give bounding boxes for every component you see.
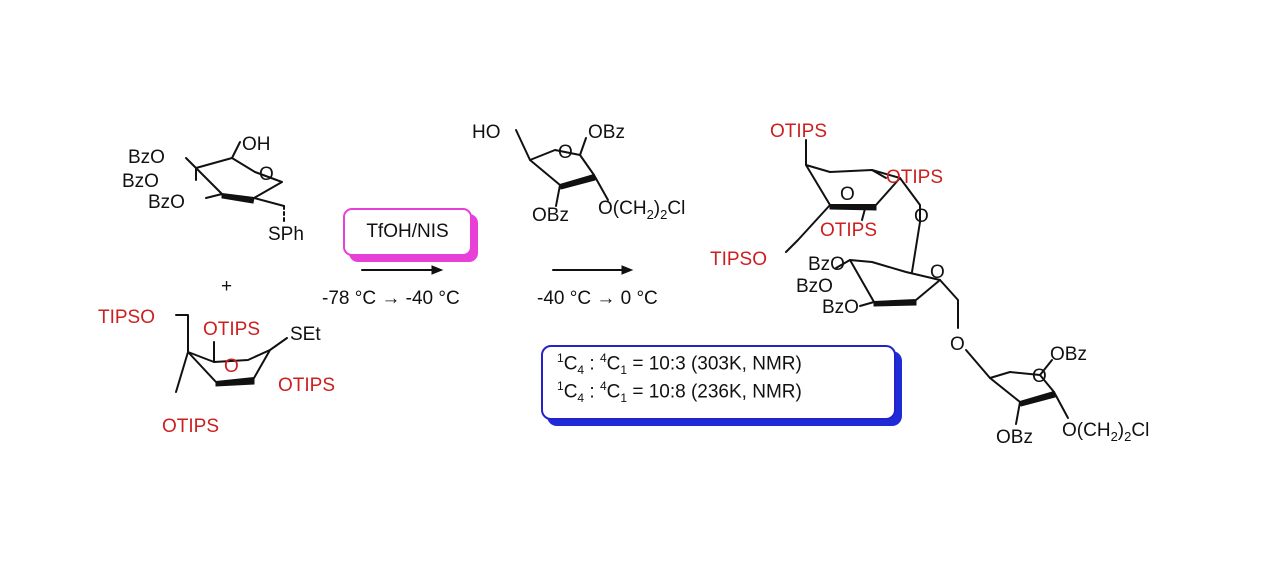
reagent-label: TfOH/NIS (366, 221, 449, 242)
sph-label: SPh (268, 224, 304, 245)
bzo-label-2: BzO (122, 171, 159, 192)
otips-label-1: OTIPS (770, 121, 827, 142)
alkyl-chain-label: O(CH2)2Cl (1062, 420, 1149, 444)
ratio-line-236k: 1C4 : 4C1 = 10:8 (236K, NMR) (557, 378, 802, 405)
ring-oxygen-label: O (224, 356, 239, 377)
tipso-label: TIPSO (98, 307, 155, 328)
furanoside-acceptor: HO O OBz OBz O(CH2)2Cl (472, 122, 685, 226)
bzo-label-3: BzO (148, 192, 185, 213)
oh-label: OH (242, 134, 271, 155)
obz-label-2: OBz (532, 205, 569, 226)
obz-label-1: OBz (1050, 344, 1087, 365)
tipso-label: TIPSO (710, 249, 767, 270)
bzo-label-1: BzO (128, 147, 165, 168)
otips-label-1: OTIPS (203, 319, 260, 340)
bzo-label-3: BzO (822, 297, 859, 318)
obz-label-1: OBz (588, 122, 625, 143)
otips-label-3: OTIPS (162, 416, 219, 437)
tips-donor-reactant: TIPSO OTIPS O SEt OTIPS OTIPS (98, 307, 335, 437)
reagent-box: TfOH/NIS (343, 208, 472, 256)
ratio-line-303k: 1C4 : 4C1 = 10:3 (303K, NMR) (557, 351, 802, 378)
otips-label-3: OTIPS (820, 220, 877, 241)
ring-oxygen-label-3: O (1032, 366, 1047, 387)
linkage-oxygen-label-2: O (950, 334, 965, 355)
thioglycoside-reactant: BzO BzO BzO OH O SPh (122, 134, 304, 245)
alkyl-chain-label: O(CH2)2Cl (598, 198, 685, 222)
linkage-oxygen-label-1: O (914, 206, 929, 227)
ho-label: HO (472, 122, 501, 143)
obz-label-2: OBz (996, 427, 1033, 448)
otips-label-2: OTIPS (278, 375, 335, 396)
plus-sign: + (221, 276, 232, 297)
otips-label-2: OTIPS (886, 167, 943, 188)
step2-condition: -40 °C → 0 °C (537, 288, 658, 309)
trisaccharide-product: OTIPS O OTIPS OTIPS O TIPSO BzO BzO BzO … (710, 121, 1149, 448)
step1-arrow (361, 265, 444, 275)
ring-oxygen-label-1: O (840, 184, 855, 205)
step1-condition: -78 °C → -40 °C (322, 288, 460, 309)
conformer-ratio-box: 1C4 : 4C1 = 10:3 (303K, NMR) 1C4 : 4C1 =… (541, 345, 896, 420)
set-label: SEt (290, 324, 321, 345)
ring-oxygen-label: O (558, 142, 573, 163)
bzo-label-2: BzO (796, 276, 833, 297)
step2-arrow (552, 265, 634, 275)
ring-oxygen-label-2: O (930, 262, 945, 283)
bzo-label-1: BzO (808, 254, 845, 275)
ring-oxygen-label: O (259, 164, 274, 185)
